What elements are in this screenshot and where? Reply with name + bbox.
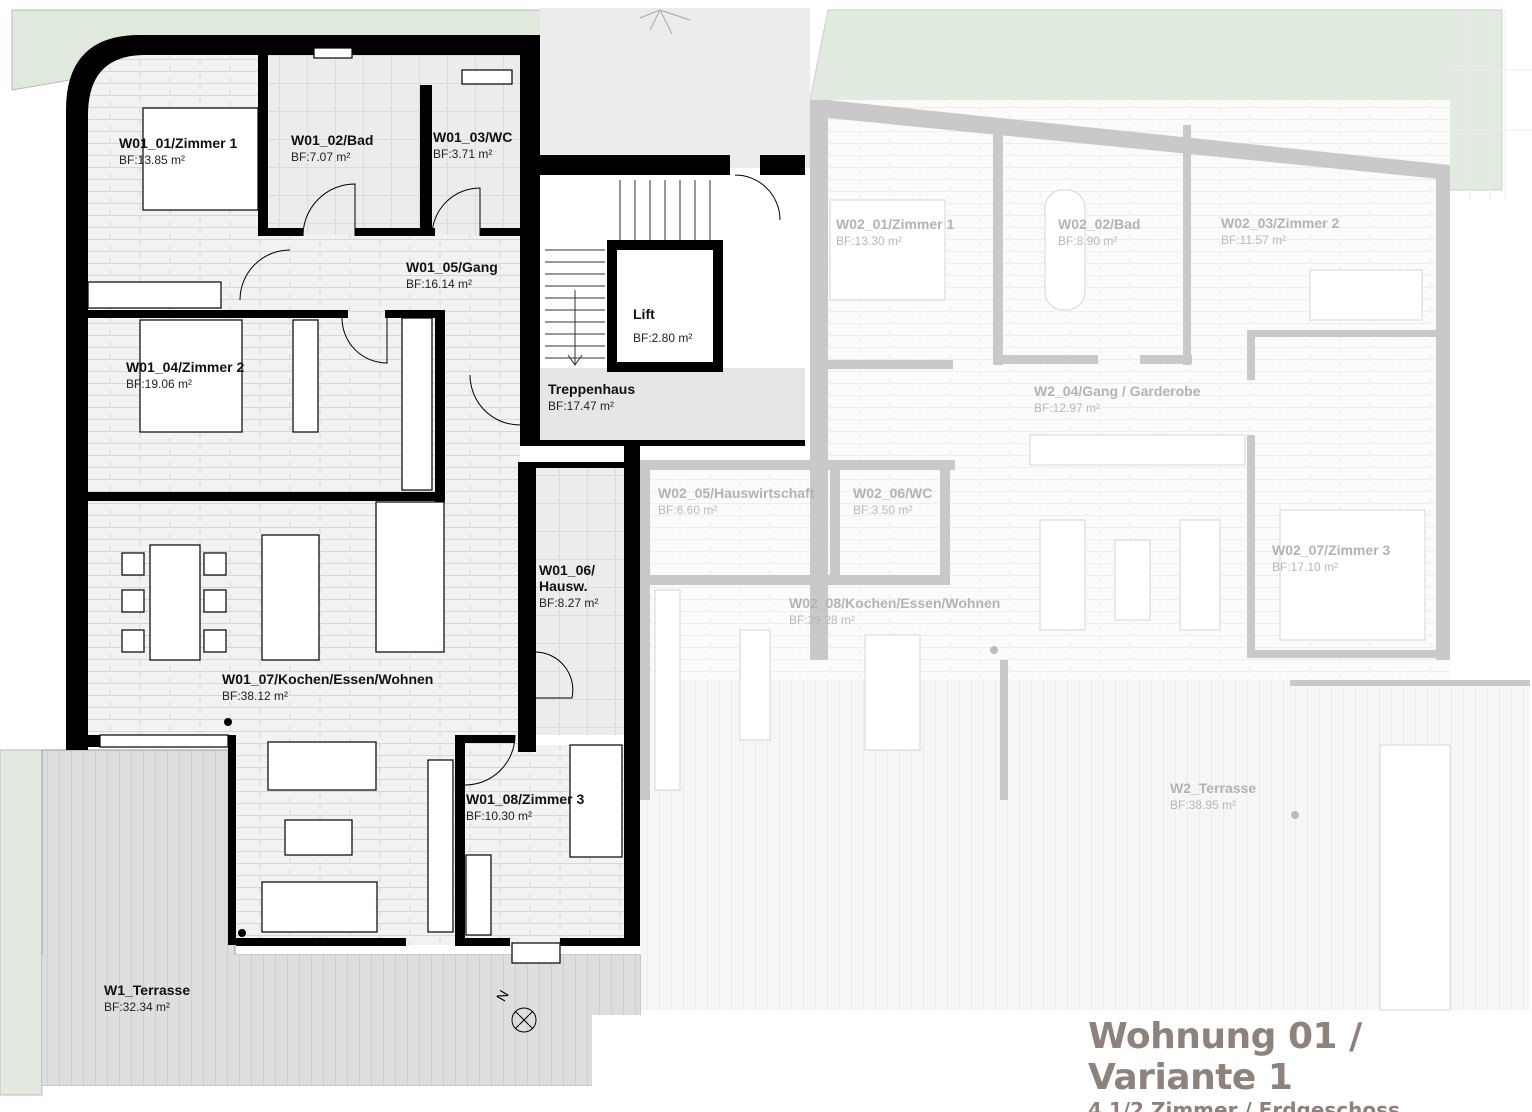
room-label-w02-07: W02_07/Zimmer 3 BF:17.10 m² [1272,542,1390,575]
room-area: BF:2.80 m² [633,331,693,346]
compass-icon [511,1007,537,1033]
room-name: W02_08/Kochen/Essen/Wohnen [789,595,1001,611]
room-name: W02_01/Zimmer 1 [836,216,955,232]
room-area: BF:7.07 m² [291,150,351,165]
room-label-w01-01: W01_01/Zimmer 1 BF:13.85 m² [119,135,237,168]
room-area: BF:17.47 m² [548,399,615,414]
room-name-line2: Hausw. [539,578,588,595]
room-name: W02_02/Bad [1058,216,1141,232]
apt2-walls [640,100,1530,800]
room-area: BF:13.30 m² [836,234,903,249]
room-name: W01_01/Zimmer 1 [119,135,238,151]
room-area: BF:13.85 m² [119,153,186,168]
room-label-w02-03: W02_03/Zimmer 2 BF:11.57 m² [1221,215,1339,248]
room-label-w02-01: W02_01/Zimmer 1 BF:13.30 m² [836,216,954,249]
room-area: BF:10.30 m² [466,809,533,824]
room-area: BF:19.06 m² [126,377,193,392]
room-label-w01-08: W01_08/Zimmer 3 BF:10.30 m² [466,791,584,824]
staircase [545,180,711,366]
plan-title-block: Wohnung 01 / Variante 1 4 1/2 Zimmer / E… [1088,1016,1532,1112]
room-area: BF:3.71 m² [433,147,493,162]
room-name: W01_07/Kochen/Essen/Wohnen [222,671,434,687]
room-name: W1_Terrasse [104,982,191,998]
room-name: W01_08/Zimmer 3 [466,791,585,807]
hausw-tiles [535,465,625,735]
room-area: BF:39.28 m² [789,613,856,628]
apt1-walls [66,35,805,946]
room-area: BF:38.95 m² [1170,798,1237,813]
room-label-w01-06: W01_06/Hausw.BF:8.27 m² [539,562,598,611]
apt2-furniture [654,189,1451,1011]
room-name: W2_04/Gang / Garderobe [1034,383,1201,399]
room-area: BF:17.10 m² [1272,560,1339,575]
door-swings [239,174,781,786]
plan-title: Wohnung 01 / Variante 1 [1088,1016,1362,1098]
room-name: W01_02/Bad [291,132,374,148]
room-area: BF:8.27 m² [539,596,599,611]
room-area: BF:16.14 m² [406,277,473,292]
room-area: BF:6.60 m² [658,503,718,518]
room-name: W02_06/WC [853,485,933,501]
room-area: BF:11.57 m² [1221,233,1287,248]
lift-shaft [607,240,723,372]
room-name: W01_04/Zimmer 2 [126,359,245,375]
apt1-furniture [87,47,623,964]
room-name: W02_05/Hauswirtschaft [658,485,815,501]
room-name: W02_07/Zimmer 3 [1272,542,1391,558]
room-name: W02_03/Zimmer 2 [1221,215,1340,231]
room-name: W01_03/WC [433,129,513,145]
room-area: BF:8.90 m² [1058,234,1118,249]
room-area: BF:32.34 m² [104,1000,171,1015]
tree-icon [639,9,691,35]
room-name: W2_Terrasse [1170,780,1257,796]
room-area: BF:38.12 m² [222,689,289,704]
room-label-w01-04: W01_04/Zimmer 2 BF:19.06 m² [126,359,244,392]
courtyard [540,8,810,168]
room-name: W01_06/ [539,562,596,578]
room-area: BF:3.50 m² [853,503,913,518]
room-label-w02-06: W02_06/WC BF:3.50 m² [853,485,932,518]
plan-subtitle: 4 1/2 Zimmer / Erdgeschoss [1088,1098,1400,1112]
garden-bottom-left [0,749,43,1096]
room-label-w01-03: W01_03/WC BF:3.71 m² [433,129,520,162]
bath-tiles [268,55,520,235]
dimension-dots [224,646,1299,937]
room-name: W01_05/Gang [406,259,498,275]
room-name: Lift [633,306,655,322]
room-area: BF:12.97 m² [1034,401,1101,416]
room-name: Treppenhaus [548,381,636,397]
